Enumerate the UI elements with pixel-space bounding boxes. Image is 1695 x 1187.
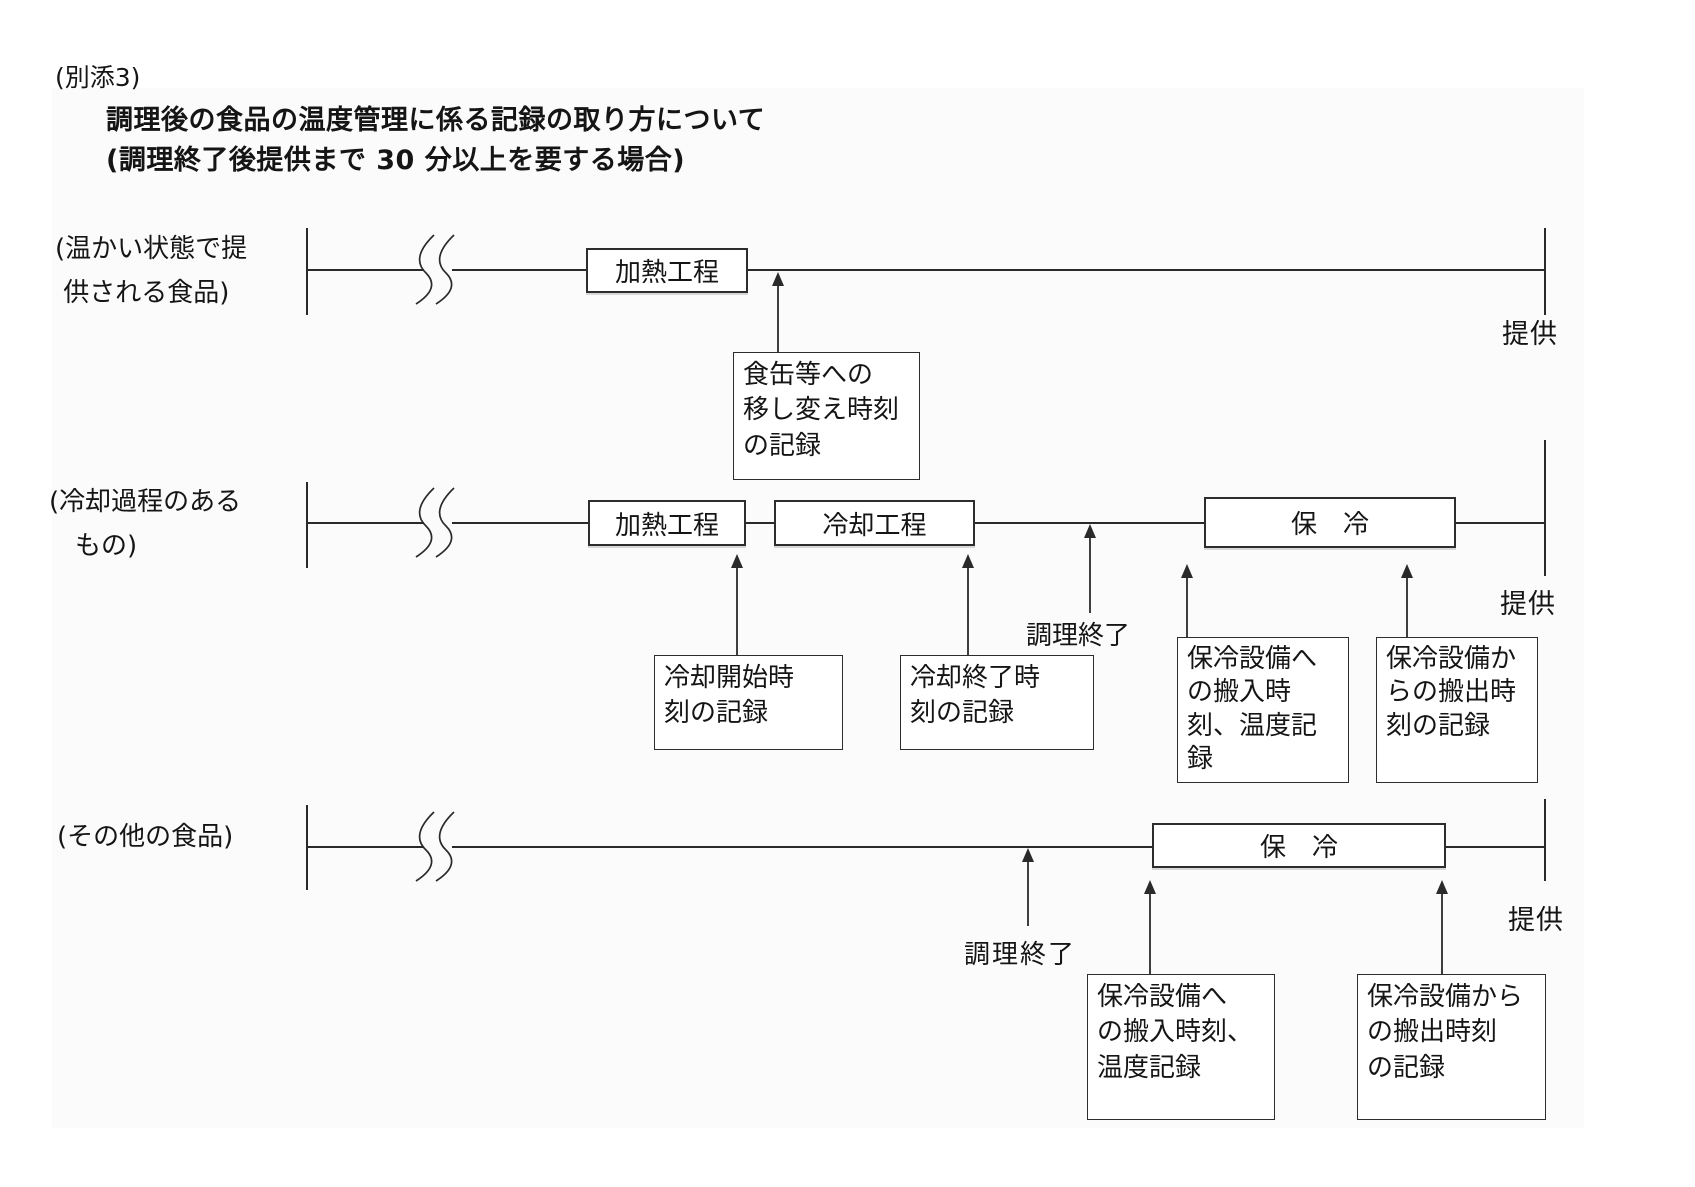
end-label-other: 提供 [1508,905,1564,936]
callout-store-in-other: 保冷設備へ の搬入時刻、 温度記録 [1087,974,1275,1120]
process-box-heating-cooling: 加熱工程 [588,500,746,546]
milestone-cook-finish-cooling: 調理終了 [1026,621,1131,651]
process-box-cold-hold-other: 保 冷 [1152,823,1446,868]
callout-store-out-other: 保冷設備から の搬出時刻 の記録 [1357,974,1546,1120]
arrow-store-out-other [1436,880,1448,976]
row-label-hot: (温かい状態で提 供される食品) [55,234,248,308]
callout-transfer-time: 食缶等への 移し変え時刻 の記録 [733,352,920,480]
break-mark-hot [415,234,455,305]
arrow-cool-end [962,554,974,657]
page-subtitle: (調理終了後提供まで 30 分以上を要する場合) [106,145,686,176]
arrow-store-out-cooling [1401,564,1413,639]
callout-store-in-cooling: 保冷設備へ の搬入時 刻、温度記 録 [1177,637,1349,783]
callout-cool-start-time: 冷却開始時 刻の記録 [654,655,843,750]
end-label-hot: 提供 [1502,319,1558,350]
arrow-store-in-other [1144,880,1156,976]
process-box-cold-hold-cooling: 保 冷 [1204,497,1456,548]
arrow-cook-finish-other [1022,848,1034,926]
page-title: 調理後の食品の温度管理に係る記録の取り方について [106,105,766,136]
milestone-cook-finish-other: 調理終了 [964,940,1077,970]
row-label-other: (その他の食品) [57,822,234,852]
arrow-transfer-time [772,272,784,353]
doc-tag: (別添3) [55,63,141,92]
end-label-cooling: 提供 [1500,589,1556,620]
arrow-store-in-cooling [1181,564,1193,639]
timeline-hot-line [306,228,1546,315]
process-box-heating-hot: 加熱工程 [586,248,748,293]
callout-store-out-cooling: 保冷設備か らの搬出時 刻の記録 [1376,637,1538,783]
break-mark-other [415,811,455,882]
row-label-cooling: (冷却過程のある もの) [49,487,242,561]
process-box-cooling: 冷却工程 [774,500,975,546]
break-mark-cooling [415,487,455,558]
arrow-cool-start [731,554,743,657]
arrow-cook-finish-cooling [1084,524,1096,613]
callout-cool-end-time: 冷却終了時 刻の記録 [900,655,1094,750]
